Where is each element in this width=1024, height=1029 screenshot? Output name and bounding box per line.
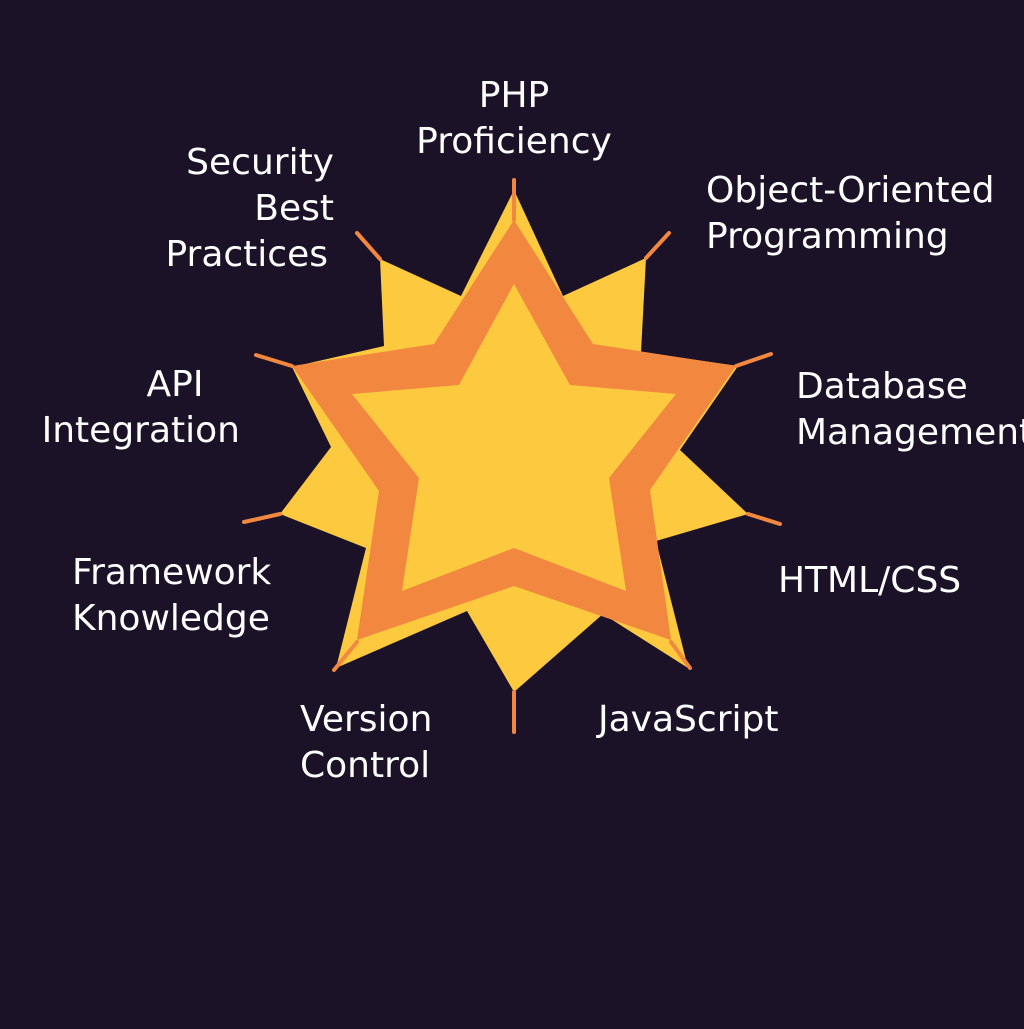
label-framework-knowledge: Framework Knowledge bbox=[72, 550, 271, 642]
label-php-proficiency: PHP Proficiency bbox=[409, 73, 619, 165]
spoke-security-best-practices bbox=[355, 231, 382, 261]
label-line: Control bbox=[300, 745, 431, 786]
label-javascript: JavaScript bbox=[598, 697, 778, 743]
label-line: HTML/CSS bbox=[778, 560, 962, 601]
spoke-javascript bbox=[669, 640, 692, 670]
label-line: Object-Oriented bbox=[706, 170, 995, 211]
label-line: Integration bbox=[41, 410, 240, 451]
inner-five-point-star bbox=[352, 284, 676, 591]
label-line: Knowledge bbox=[72, 598, 270, 639]
label-api-integration: API Integration bbox=[40, 362, 240, 454]
label-html-css: HTML/CSS bbox=[778, 558, 961, 604]
spoke-html-css bbox=[746, 512, 782, 526]
label-line: Version bbox=[300, 699, 433, 740]
label-version-control: Version Control bbox=[300, 697, 432, 789]
label-line: Practices bbox=[165, 234, 328, 275]
label-line: JavaScript bbox=[598, 699, 779, 740]
spoke-api-integration-upper bbox=[254, 353, 294, 368]
label-security-best-practices: Security Best Practices bbox=[140, 140, 334, 278]
label-object-oriented-programming: Object-Oriented Programming bbox=[706, 168, 994, 260]
label-line: API bbox=[146, 364, 204, 405]
label-line: Management bbox=[796, 412, 1024, 453]
spoke-object-oriented-programming bbox=[644, 231, 671, 260]
label-database-management: Database Management bbox=[796, 364, 1024, 456]
label-line: Security bbox=[186, 142, 334, 183]
spoke-database-management bbox=[734, 352, 773, 368]
label-line: Framework bbox=[72, 552, 272, 593]
label-line: Proficiency bbox=[416, 121, 612, 162]
spoke-framework-knowledge bbox=[332, 640, 359, 672]
label-line: Database bbox=[796, 366, 968, 407]
label-line: Best bbox=[254, 188, 334, 229]
spoke-api-integration bbox=[242, 512, 282, 524]
label-line: PHP bbox=[478, 75, 550, 116]
axis-spokes bbox=[242, 178, 782, 734]
label-line: Programming bbox=[706, 216, 949, 257]
